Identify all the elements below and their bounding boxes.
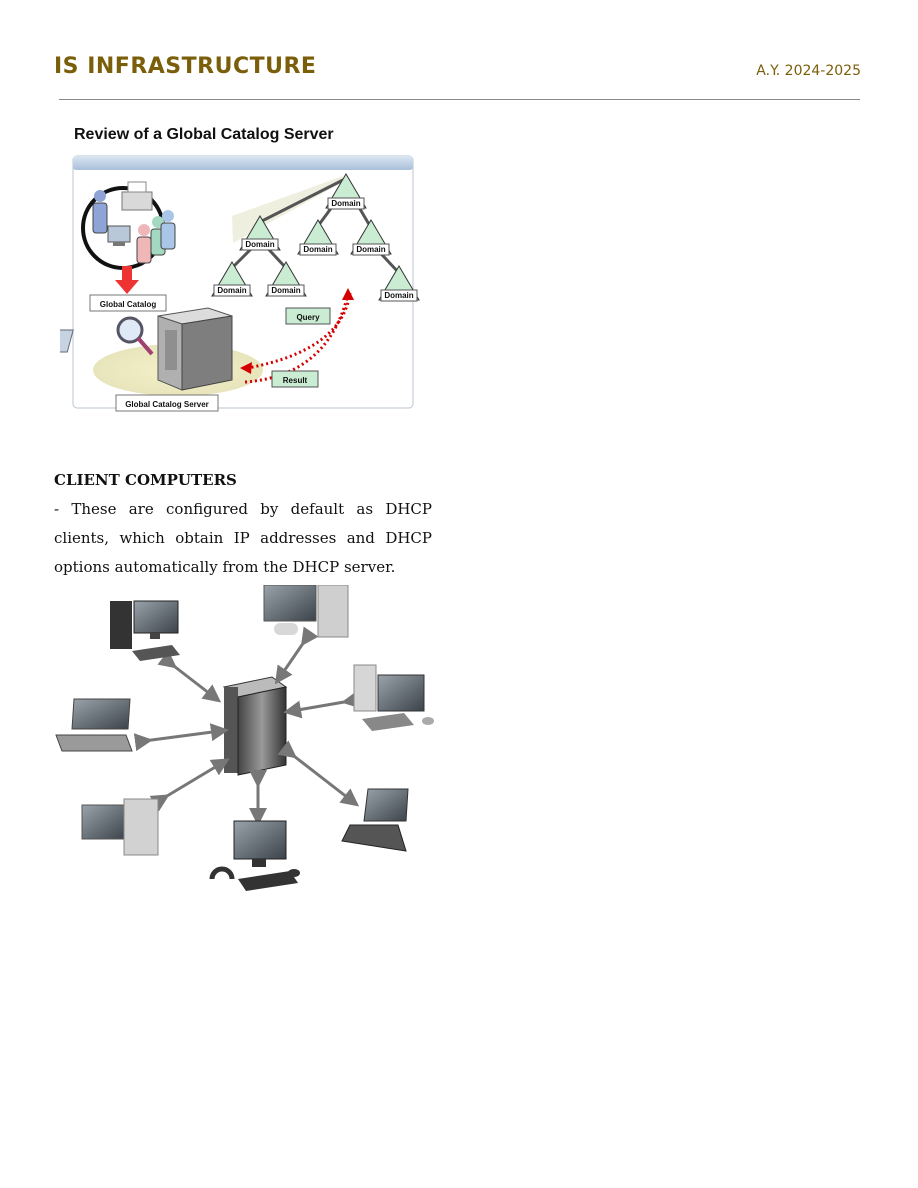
figure-title: Review of a Global Catalog Server: [74, 126, 334, 143]
server-label-box: [115, 394, 219, 412]
connection-arrows: [133, 626, 361, 826]
result-arrow-head: [342, 288, 354, 300]
global-catalog-server-label: Global Catalog Server: [125, 400, 209, 409]
svg-text:Domain: Domain: [303, 245, 332, 254]
domain-node: Domain: [211, 261, 253, 297]
document-title: IS INFRASTRUCTURE: [54, 54, 317, 79]
domain-node: Domain: [325, 173, 367, 210]
global-catalog-diagram: Global Catalog Global Catalog Server: [60, 155, 420, 412]
client-network-figure: [54, 584, 436, 895]
domain-node: Domain: [350, 219, 392, 256]
user-person-icons: [92, 190, 176, 264]
header-divider: [59, 99, 860, 100]
desktop-computer-icon: [110, 600, 180, 661]
domain-node: Domain: [239, 215, 281, 251]
computer-icon: [107, 225, 131, 246]
server-tower-icon: [157, 307, 233, 391]
domain-node: Domain: [265, 261, 307, 297]
down-arrow-icon: [115, 266, 139, 294]
academic-year: A.Y. 2024-2025: [756, 63, 861, 79]
section-body: - These are configured by default as DHC…: [54, 500, 432, 576]
client-computers-section: CLIENT COMPUTERS - These are configured …: [54, 468, 432, 582]
desktop-computer-icon: [209, 820, 300, 891]
query-label-box: [285, 307, 331, 325]
query-arrow-head: [240, 362, 252, 374]
printer-icon: [121, 181, 153, 211]
desktop-computer-icon: [263, 584, 349, 638]
svg-text:Domain: Domain: [331, 199, 360, 208]
client-network-diagram: [55, 584, 434, 891]
svg-text:Domain: Domain: [271, 286, 300, 295]
central-server-icon: [222, 676, 288, 776]
result-label-box: [271, 370, 319, 388]
domain-node: Domain: [297, 219, 339, 256]
laptop-icon: [341, 788, 409, 852]
svg-text:Domain: Domain: [245, 240, 274, 249]
laptop-icon: [55, 698, 133, 752]
global-catalog-label-box: [89, 294, 167, 312]
query-label: Query: [296, 313, 320, 322]
svg-text:Domain: Domain: [217, 286, 246, 295]
domain-node: Domain: [378, 265, 420, 302]
section-heading: CLIENT COMPUTERS: [54, 471, 237, 489]
svg-text:Domain: Domain: [356, 245, 385, 254]
result-label: Result: [283, 376, 308, 385]
svg-text:Domain: Domain: [384, 291, 413, 300]
desktop-computer-icon: [81, 798, 159, 856]
magnifier-icon: [60, 316, 154, 356]
panel-header-bar: [73, 156, 413, 170]
global-catalog-label: Global Catalog: [100, 300, 157, 309]
global-catalog-figure: Global Catalog Global Catalog Server: [60, 118, 430, 418]
desktop-computer-icon: [353, 664, 434, 731]
